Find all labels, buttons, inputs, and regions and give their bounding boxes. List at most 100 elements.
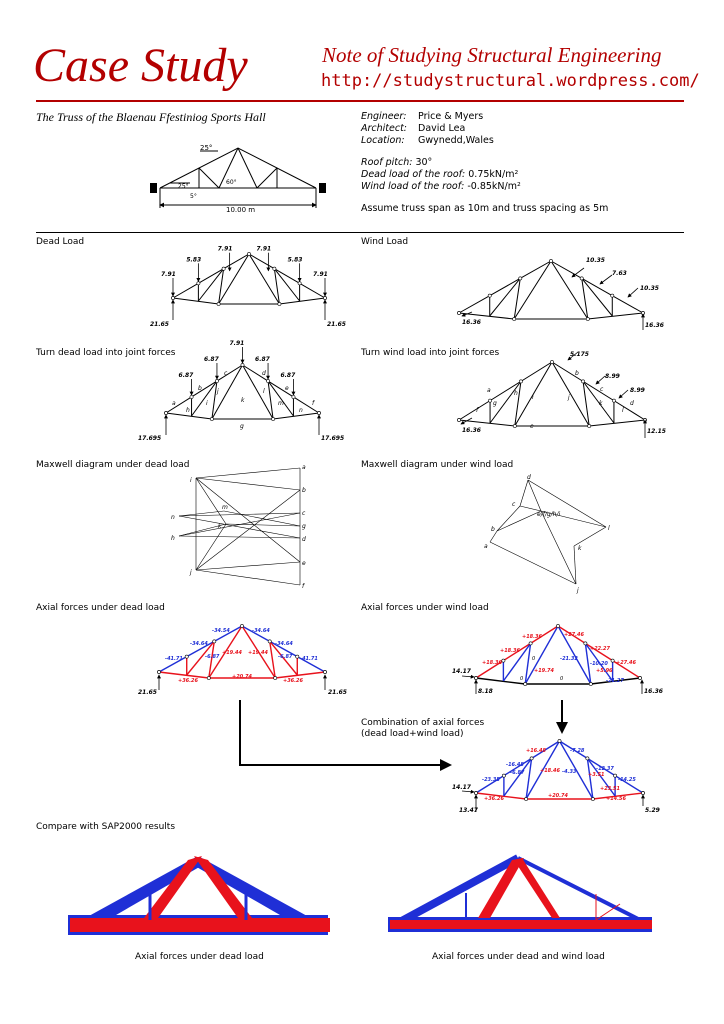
region-label: m — [278, 400, 284, 407]
truss-member — [524, 643, 532, 685]
region-label: d — [262, 370, 266, 377]
truss-member — [293, 396, 320, 414]
axial-force-value: -14.25 — [618, 777, 636, 783]
truss-member — [273, 268, 280, 305]
maxwell-node-label: l — [608, 525, 610, 532]
reaction-value: 16.36 — [462, 319, 481, 326]
reaction-value: 13.47 — [459, 807, 479, 814]
maxwell-line — [178, 535, 301, 539]
axial-force-value: +27.46 — [616, 660, 637, 666]
truss-member — [172, 297, 219, 305]
region-label: g — [493, 400, 497, 407]
truss-node — [612, 398, 616, 403]
maxwell-line — [178, 512, 301, 517]
axial-force-value: +36.26 — [484, 796, 505, 802]
angle-top-label: 25° — [200, 144, 212, 152]
axial-force-value: +16.48 — [526, 748, 547, 754]
maxwell-line — [519, 505, 542, 512]
truss-node — [474, 676, 478, 680]
truss-member — [267, 380, 274, 420]
truss-node — [323, 296, 327, 300]
truss-node — [588, 682, 593, 686]
dead-load-value: 5.83 — [288, 256, 303, 263]
truss-member — [269, 640, 298, 658]
truss-node — [221, 266, 226, 271]
truss-member — [198, 268, 224, 284]
axial-force-value: -21.27 — [606, 678, 624, 684]
joint-load-value: 6.87 — [280, 372, 296, 379]
region-label: b — [575, 370, 579, 377]
truss-member — [475, 677, 526, 685]
reaction-value: 14.17 — [452, 668, 472, 675]
joint-load-arrow — [567, 351, 579, 361]
truss-member — [273, 268, 301, 302]
truss-member — [241, 625, 271, 642]
truss-member — [218, 268, 225, 305]
maxwell-node-label: f — [302, 583, 305, 590]
axial-force-value: +18.36 — [500, 648, 521, 654]
maxwell-line — [195, 569, 301, 586]
wind-load-arrow — [599, 274, 613, 285]
truss-member — [158, 656, 188, 673]
truss-node — [297, 281, 302, 286]
truss-member — [242, 364, 269, 382]
joint-load-value: 8.99 — [605, 373, 620, 380]
sap-combined-result — [388, 854, 652, 932]
axial-force-value: +19.74 — [534, 668, 555, 674]
truss-node — [528, 641, 533, 646]
maxwell-node-label: j — [576, 587, 579, 594]
reaction-value: 14.17 — [452, 784, 472, 791]
section-axial-wind: Axial forces under wind load — [361, 603, 489, 613]
truss-node — [585, 317, 590, 321]
truss-member — [274, 268, 300, 284]
truss-node — [518, 276, 523, 281]
truss-node — [157, 670, 161, 674]
site-url[interactable]: http://studystructural.wordpress.com/ — [321, 71, 700, 91]
truss-node — [549, 259, 553, 263]
header-divider — [36, 100, 684, 102]
truss-node — [247, 252, 251, 256]
axial-force-value: -41.71 — [300, 656, 318, 662]
truss-member — [559, 740, 588, 759]
axial-force-value: +23.51 — [600, 786, 620, 792]
truss-node — [557, 739, 562, 743]
truss-member — [216, 364, 243, 382]
axial-force-value: -21.32 — [560, 656, 578, 662]
truss-member — [581, 278, 589, 320]
maxwell-line — [527, 479, 542, 512]
reaction-value: 16.36 — [645, 322, 664, 329]
axial-force-value: -23.35 — [482, 777, 500, 783]
axial-force-value: -34.54 — [212, 628, 230, 634]
reaction-value: 16.36 — [644, 688, 663, 695]
maxwell-line — [573, 545, 577, 585]
axial-force-value: -4.33 — [562, 769, 577, 775]
truss-member — [296, 656, 326, 673]
truss-member — [158, 671, 209, 679]
sap-dead-result — [68, 856, 330, 935]
truss-node — [317, 411, 321, 415]
wind-load-value: 7.63 — [612, 270, 627, 277]
truss-member — [489, 278, 521, 317]
truss-member — [557, 625, 586, 644]
truss-node — [523, 682, 528, 686]
region-label: b — [198, 385, 202, 392]
truss-member — [551, 361, 590, 427]
region-label: a — [487, 387, 491, 394]
region-label: l — [622, 407, 624, 414]
sap-combined-caption: Axial forces under dead and wind load — [432, 952, 605, 962]
truss-member — [458, 400, 491, 421]
maxwell-line — [195, 467, 301, 479]
truss-member — [531, 740, 560, 759]
truss-member — [514, 381, 522, 427]
maxwell-line — [178, 515, 301, 539]
dead-load-value: 7.91 — [313, 271, 328, 278]
axial-force-value: +22.27 — [590, 646, 611, 652]
axial-force-value: -6.87 — [205, 654, 220, 660]
region-label: f — [476, 407, 479, 414]
truss-member — [612, 660, 641, 679]
region-label: h — [186, 407, 190, 414]
truss-member — [191, 380, 218, 398]
